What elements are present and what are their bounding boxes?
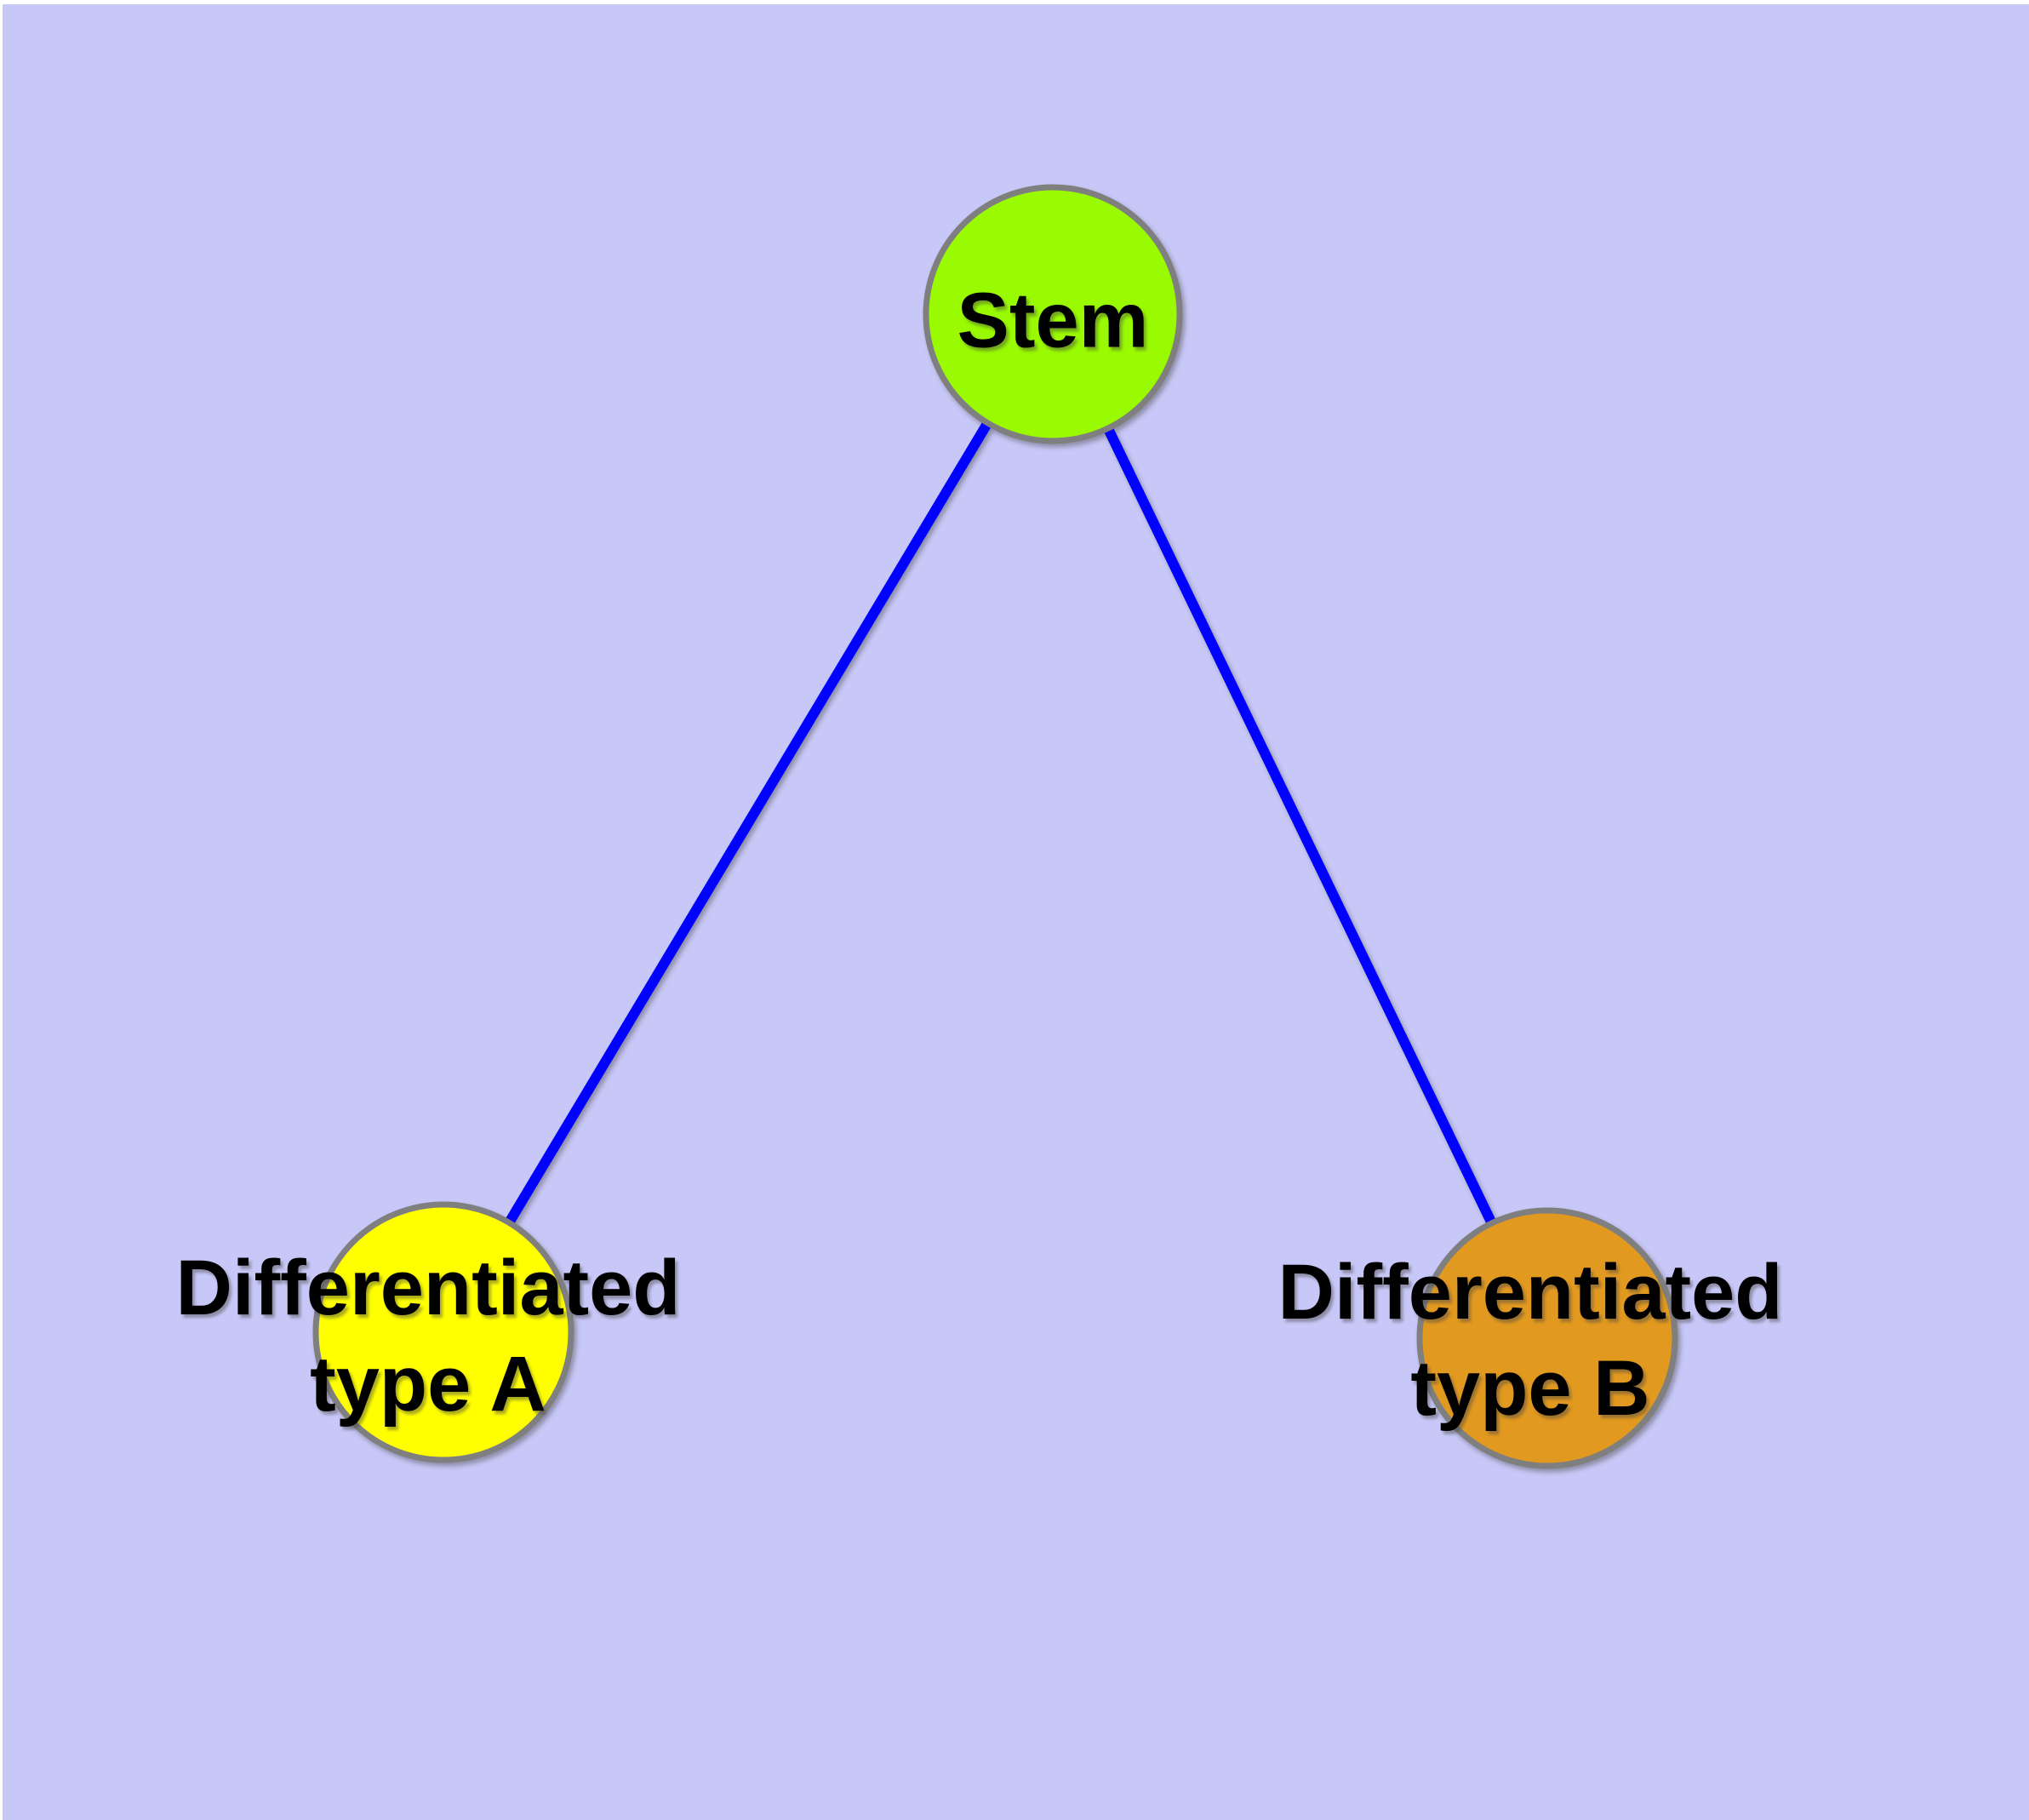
diagram-canvas: Stem Differentiated type A Differentiate… bbox=[3, 4, 2029, 1820]
node-differentiated-type-a-circle bbox=[312, 1201, 574, 1463]
graph-canvas bbox=[312, 184, 1678, 1469]
node-differentiated-type-b-circle bbox=[1416, 1207, 1678, 1469]
node-stem-circle bbox=[923, 184, 1183, 444]
edge-stem-to-type-a bbox=[438, 309, 1058, 1337]
edge-stem-to-type-b bbox=[1048, 309, 1552, 1343]
